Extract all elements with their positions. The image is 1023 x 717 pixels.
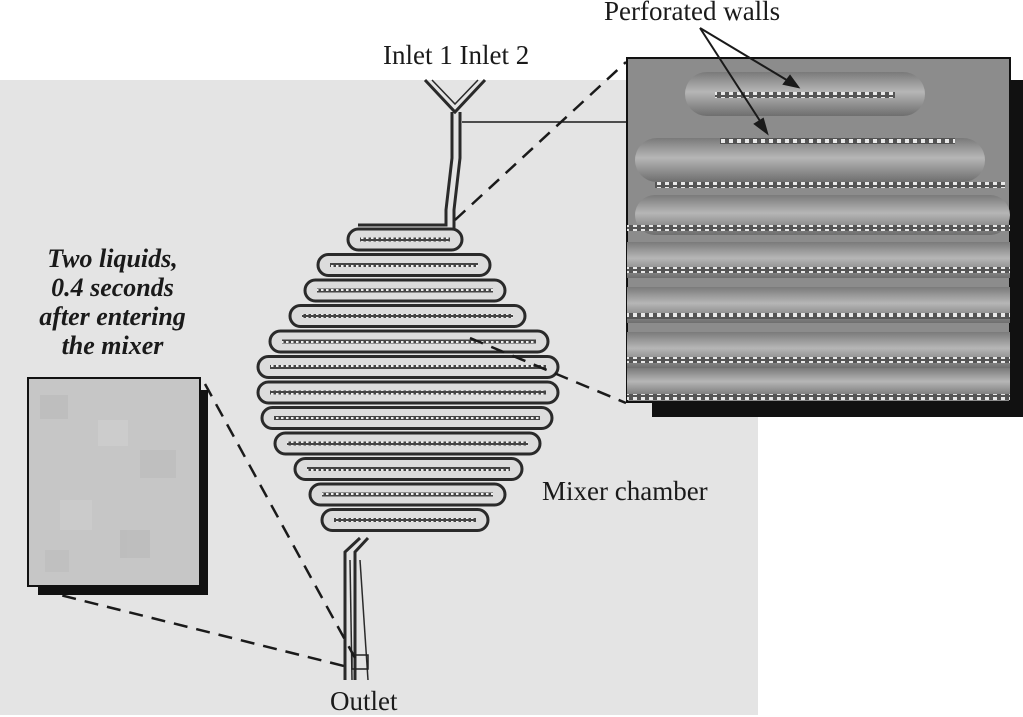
caption-line: Two liquids, <box>47 244 178 273</box>
zoom-perforated-wall <box>627 313 1010 319</box>
zoom-perforated-wall <box>720 138 955 144</box>
inlets-label: Inlet 1 Inlet 2 <box>383 40 530 70</box>
perforated-wall <box>287 441 528 446</box>
callout-lines <box>39 61 627 670</box>
caption-line: 0.4 seconds <box>51 273 174 302</box>
perforated-wall <box>330 263 478 267</box>
mixer-chamber-label: Mixer chamber <box>542 476 708 506</box>
liquids-sample-inset <box>27 377 208 595</box>
zoom-perforated-wall <box>627 225 1010 231</box>
zoom-channel <box>627 368 1010 398</box>
two-liquids-caption: Two liquids, 0.4 seconds after entering … <box>0 244 225 360</box>
perforated-wall <box>282 339 536 344</box>
perforated-wall <box>270 365 546 369</box>
perforated-wall <box>322 492 493 497</box>
zoom-perforated-wall <box>655 182 1005 188</box>
perforated-wall <box>307 467 510 471</box>
perforated-walls-arrows <box>699 27 801 136</box>
zoom-perforated-wall <box>715 92 895 98</box>
perforated-wall <box>317 288 493 293</box>
zoom-perforated-wall <box>627 267 1010 273</box>
outlet-sample-marker <box>351 654 369 670</box>
caption-line: the mixer <box>61 331 164 360</box>
zoom-channel <box>635 138 985 182</box>
perforated-wall <box>334 518 476 522</box>
perforated-wall <box>360 237 450 242</box>
perforated-wall <box>302 314 513 318</box>
perforated-walls-label: Perforated walls <box>604 0 781 26</box>
mixer-chamber-serpentine <box>256 227 560 532</box>
zoom-perforated-wall <box>627 357 1010 363</box>
perforated-wall <box>270 390 546 395</box>
outlet-label: Outlet <box>330 686 398 716</box>
perforated-wall <box>274 416 540 420</box>
perforated-walls-zoom-inset <box>626 57 1023 417</box>
zoom-perforated-wall <box>627 394 1010 400</box>
caption-line: after entering <box>39 302 186 331</box>
